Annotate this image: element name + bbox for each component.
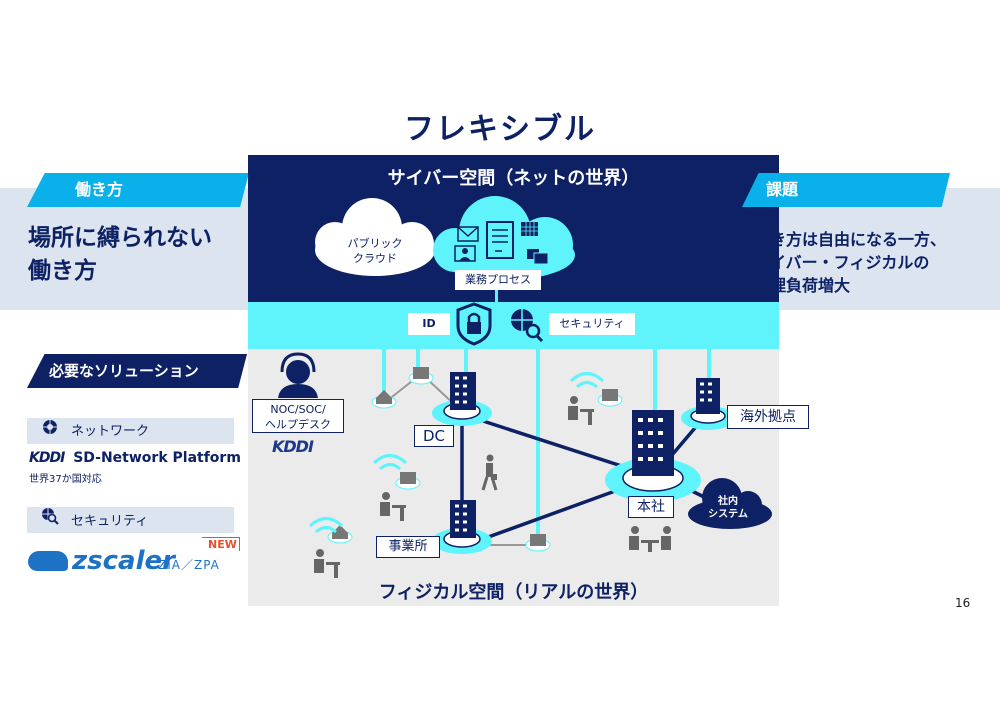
mail-icon	[457, 226, 479, 242]
meeting-icon	[629, 526, 671, 552]
calendar-icon	[521, 222, 538, 236]
kddi-logo: KDDI	[29, 450, 65, 466]
solution-network-row: ネットワーク	[27, 418, 234, 444]
issues-tag: 課題	[742, 173, 950, 207]
kddi-logo: KDDI	[272, 437, 314, 456]
zscaler-logo: zscaler	[28, 546, 175, 576]
walking-person-icon	[481, 454, 498, 491]
operator-headset-icon	[278, 352, 318, 398]
hq-building-icon	[632, 410, 674, 476]
business-process-label: 業務プロセス	[455, 270, 541, 290]
home-icon	[371, 390, 397, 409]
remote-worker-icon	[314, 549, 340, 578]
sd-network-name: SD-Network Platform	[73, 450, 241, 466]
noc-soc-helpdesk-label: NOC/SOC/ ヘルプデスク	[252, 399, 344, 433]
dc-building-icon	[450, 372, 476, 410]
kddi-sd-network-product: KDDI SD-Network Platform	[29, 450, 241, 466]
overseas-building-icon	[696, 378, 720, 414]
globe-search-icon	[41, 507, 59, 534]
branch-small-icon	[597, 389, 623, 407]
hq-label: 本社	[628, 496, 674, 518]
video-call-icon	[454, 245, 476, 262]
page-number: 16	[955, 596, 971, 610]
branch-small-icon	[395, 472, 421, 490]
home-icon	[327, 525, 353, 544]
band-drop-lines	[382, 349, 711, 540]
chat-icon	[527, 249, 549, 265]
public-cloud-label: パブリック クラウド	[347, 237, 403, 265]
dc-label: DC	[414, 425, 454, 447]
network-globe-icon	[41, 418, 59, 444]
branch-small-icon	[408, 367, 434, 385]
solutions-tag: 必要なソリューション	[27, 354, 247, 388]
solution-security-label: セキュリティ	[71, 514, 149, 529]
remote-worker-icon	[380, 492, 406, 521]
zia-zpa-label: ZIA／ZPA	[158, 558, 220, 572]
document-icon	[486, 221, 514, 259]
solution-security-row: セキュリティ	[27, 507, 234, 533]
new-badge: NEW	[202, 537, 240, 551]
process-connector	[495, 288, 498, 308]
branch-small-icon	[525, 534, 551, 552]
sd-network-note: 世界37か国対応	[29, 474, 102, 485]
business-cloud-icon	[433, 196, 575, 280]
slide-title: フレキシブル	[404, 112, 596, 147]
work-style-tag: 働き方	[27, 173, 249, 207]
globe-search-icon	[511, 309, 544, 343]
issues-panel	[744, 188, 1000, 310]
work-style-panel	[0, 188, 248, 310]
remote-worker-icon	[568, 396, 594, 425]
internal-system-label: 社内 システム	[708, 496, 748, 520]
office-building-icon	[450, 500, 476, 538]
public-cloud-icon	[315, 198, 435, 276]
overseas-base-label: 海外拠点	[727, 405, 809, 429]
id-label: ID	[408, 313, 450, 335]
wifi-icon	[308, 372, 605, 534]
shield-lock-icon	[456, 302, 492, 346]
zscaler-wordmark: zscaler	[72, 546, 175, 576]
physical-space-title: フィジカル空間（リアルの世界）	[378, 582, 649, 603]
zscaler-cloud-icon	[28, 551, 68, 571]
work-style-text: 場所に縛られない 働き方	[28, 225, 212, 284]
security-label: セキュリティ	[549, 313, 635, 335]
solution-network-label: ネットワーク	[71, 424, 150, 439]
internal-system-cloud-icon	[688, 478, 772, 529]
office-label: 事業所	[376, 536, 440, 558]
cyber-space-title: サイバー空間（ネットの世界）	[387, 168, 640, 189]
